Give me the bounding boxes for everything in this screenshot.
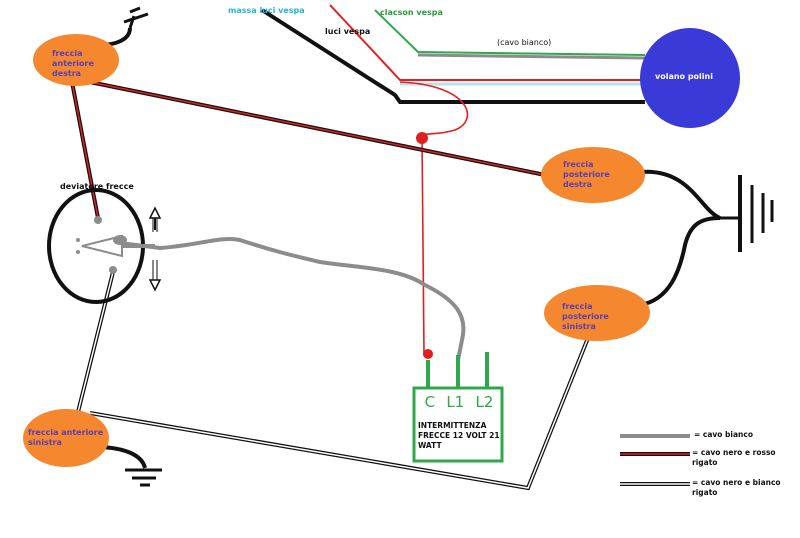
legend-text-black-white: = cavo nero e bianco rigato bbox=[692, 478, 781, 497]
label-switch: deviatore frecce bbox=[60, 182, 134, 191]
indicator-front-right bbox=[33, 34, 119, 86]
relay-terminal-c: C bbox=[424, 393, 436, 411]
top-wire-green bbox=[374, 9, 646, 56]
legend-text-black-red: = cavo nero e rosso rigato bbox=[692, 448, 776, 467]
flasher-relay bbox=[412, 352, 504, 463]
top-wire-black bbox=[260, 8, 645, 104]
stator-flywheel bbox=[640, 28, 740, 128]
label-front-left: freccia anteriore sinistra bbox=[28, 428, 104, 447]
wire-front-right-to-switch bbox=[70, 81, 100, 219]
indicator-front-left bbox=[23, 409, 109, 467]
ground-symbol-front-left bbox=[99, 445, 162, 487]
label-volano-polini: volano polini bbox=[655, 72, 713, 81]
relay-terminal-l1: L1 bbox=[446, 393, 465, 411]
indicator-rear-left bbox=[544, 285, 650, 341]
top-wire-gray bbox=[417, 53, 646, 60]
turn-signal-switch bbox=[47, 188, 155, 304]
label-luci-vespa: luci vespa bbox=[325, 27, 371, 36]
arrow-down-icon bbox=[148, 260, 162, 292]
wire-switch-to-front-left bbox=[76, 271, 115, 413]
label-massa-luci: massa luci vespa bbox=[228, 6, 305, 15]
red-wire-to-relay bbox=[399, 81, 469, 359]
wire-front-right-to-rear-right bbox=[79, 78, 556, 179]
gray-cable-switch-to-relay bbox=[119, 237, 466, 361]
top-wire-red bbox=[329, 4, 645, 81]
wire-front-left-to-rear-left bbox=[89, 337, 590, 491]
ground-symbol-front-right bbox=[99, 6, 149, 47]
label-clacson-vespa: clacson vespa bbox=[380, 8, 443, 17]
label-cavo-bianco-note: (cavo bianco) bbox=[497, 38, 552, 47]
rear-ground-symbol bbox=[639, 169, 774, 307]
label-rear-right: freccia posteriore destra bbox=[563, 160, 610, 189]
relay-terminal-l2: L2 bbox=[475, 393, 494, 411]
relay-label: INTERMITTENZA FRECCE 12 VOLT 21 WATT bbox=[418, 421, 500, 450]
arrow-up-icon bbox=[148, 206, 162, 232]
label-front-right: freccia anteriore destra bbox=[52, 49, 94, 78]
legend-text-gray: = cavo bianco bbox=[694, 430, 753, 439]
label-rear-left: freccia posteriore sinistra bbox=[562, 302, 609, 331]
legend-samples bbox=[620, 434, 690, 486]
indicator-rear-right bbox=[541, 147, 645, 203]
relay-terminals: C L1 L2 bbox=[419, 394, 499, 410]
